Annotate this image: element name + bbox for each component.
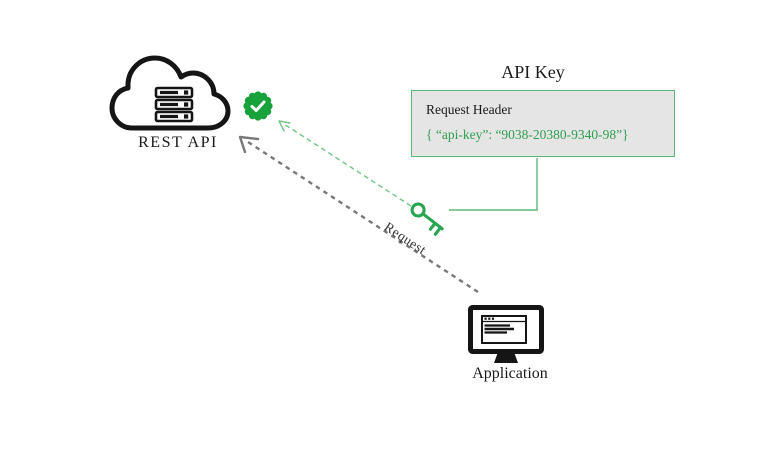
request-header-label: Request Header [426,102,512,117]
request-arrow-line [247,140,479,294]
rest-api-cloud-icon [109,55,231,131]
api-key-icon [410,202,444,236]
api-key-title: API Key [501,62,565,82]
checkmark-icon [250,100,266,112]
key-arrow-line [283,123,412,207]
rest-api-label: REST API [138,134,218,151]
request-arrowhead-icon [238,135,260,154]
server-stack-icon [154,86,194,123]
monitor-stand [494,352,518,363]
request-header-box: Request Header { “api-key”: “9038-20380-… [411,90,675,157]
app-window-icon [481,315,527,344]
badge-seal [243,91,273,121]
cloud-outline [109,55,231,131]
application-label: Application [472,365,548,382]
application-monitor-icon [468,305,544,363]
api-key-value: { “api-key”: “9038-20380-9340-98”} [426,127,629,142]
key-arrowhead-icon [278,120,291,132]
verified-badge-icon [243,91,273,121]
api-key-connector-line [449,158,538,211]
